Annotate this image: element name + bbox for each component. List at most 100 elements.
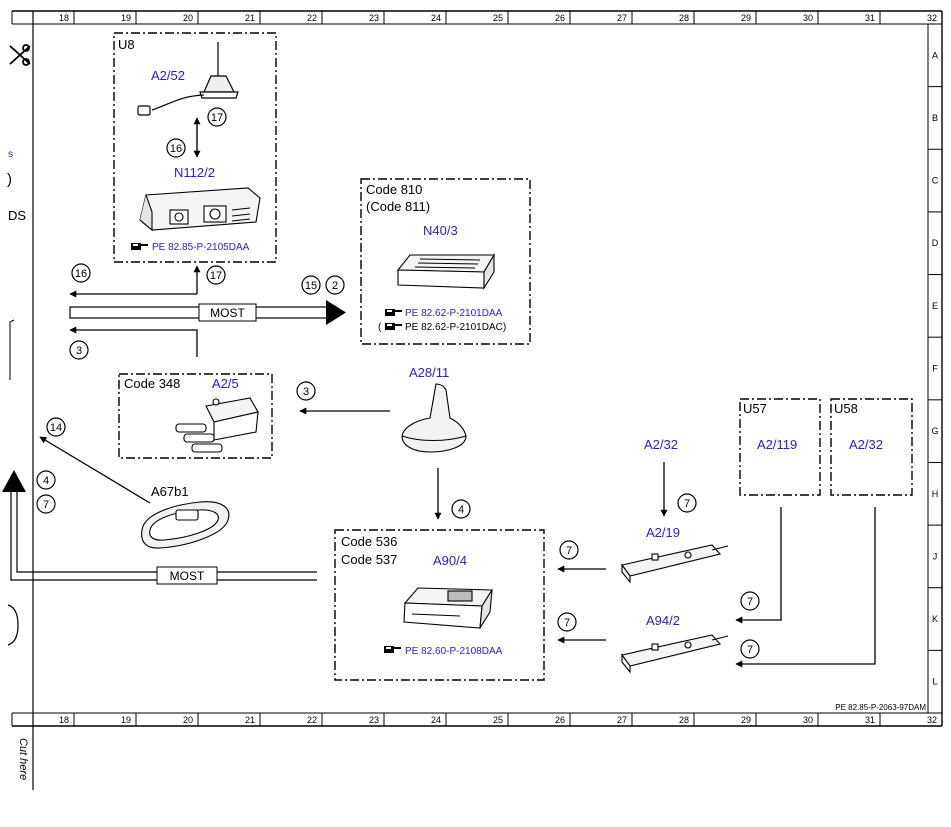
ruler-column-label: 28 <box>679 715 689 725</box>
ruler-column-label: 21 <box>245 715 255 725</box>
group-u58-label: U58 <box>834 401 858 416</box>
most-bus-bottom-label: MOST <box>170 569 205 583</box>
arrow-u58-to-a94-2 <box>735 507 876 668</box>
component-u58-a2-32[interactable]: A2/32 <box>849 437 883 452</box>
reference-code536[interactable]: PE 82.60-P-2108DAA <box>405 646 503 657</box>
ruler-row-label: L <box>932 677 937 687</box>
marker-14-text: 14 <box>50 422 62 434</box>
arrow-a67b1-to-left <box>39 436 151 504</box>
ruler-column-label: 23 <box>369 715 379 725</box>
group-code810-code: Code 810 <box>366 182 422 197</box>
ruler-column-label: 19 <box>121 13 131 23</box>
cut-here-label: Cut here <box>17 738 29 780</box>
margin-fragment-paren: ) <box>7 171 12 188</box>
component-a2-32[interactable]: A2/32 <box>644 437 678 452</box>
component-a2-19[interactable]: A2/19 <box>646 525 680 540</box>
marker-a28-4-circle <box>451 499 471 519</box>
ruler-column-label: 18 <box>59 715 69 725</box>
margin-fragment-ds: DS <box>8 208 26 223</box>
arrow-u57-to-a94-2 <box>735 507 782 624</box>
marker-a28-4-text: 4 <box>458 504 464 516</box>
ruler-column-label: 29 <box>741 715 751 725</box>
marker-left-4-circle <box>36 470 56 490</box>
marker-a2-32-7-text: 7 <box>684 498 690 510</box>
component-a2-5[interactable]: A2/5 <box>212 376 239 391</box>
ruler-column-label: 30 <box>803 13 813 23</box>
component-a90-4[interactable]: A90/4 <box>433 553 467 568</box>
most-bus-bottom <box>2 470 317 585</box>
marker-2-circle <box>325 275 345 295</box>
group-code810-code-alt: (Code 811) <box>366 199 430 214</box>
ruler-column-label: 27 <box>617 715 627 725</box>
ruler-column-label: 19 <box>121 715 131 725</box>
marker-left-16-text: 16 <box>75 268 87 280</box>
marker-a28-3-text: 3 <box>303 386 309 398</box>
marker-16-text: 16 <box>170 143 182 155</box>
marker-a2-19-7-text: 7 <box>566 545 572 557</box>
marker-u57-7-text: 7 <box>747 596 753 608</box>
amplifier-a94-2-drawing <box>621 634 729 674</box>
group-code348-box <box>118 373 273 459</box>
ruler-row-label: E <box>932 301 938 311</box>
marker-left-4-text: 4 <box>43 475 49 487</box>
margin-fragment-device <box>7 604 19 646</box>
ruler-row-label: H <box>932 489 939 499</box>
group-code348-code: Code 348 <box>124 376 180 391</box>
group-u57-box <box>739 398 821 496</box>
ruler-column-label: 18 <box>59 13 69 23</box>
marker-left-3-circle <box>69 340 89 360</box>
arrow-code348-to-left <box>69 326 198 357</box>
margin-fragment-bracket <box>9 319 15 380</box>
reference-u8[interactable]: PE 82.85-P-2105DAA <box>152 242 250 253</box>
ruler-column-label: 27 <box>617 13 627 23</box>
reference-code810[interactable]: PE 82.62-P-2101DAA <box>405 308 503 319</box>
scissors-icon <box>9 44 31 66</box>
marker-left-7-circle <box>36 494 56 514</box>
ruler-row-label: G <box>931 426 938 436</box>
component-a2-52[interactable]: A2/52 <box>151 68 185 83</box>
antenna-a2-52-drawing <box>137 42 239 116</box>
marker-left-7-text: 7 <box>43 499 49 511</box>
ruler-column-label: 26 <box>555 715 565 725</box>
ruler-column-label: 21 <box>245 13 255 23</box>
marker-17-text: 17 <box>211 112 223 124</box>
component-n112-2[interactable]: N112/2 <box>174 165 215 180</box>
marker-mid-17-text: 17 <box>210 270 222 282</box>
component-a67b1[interactable]: A67b1 <box>151 484 189 499</box>
ruler-column-label: 24 <box>431 715 441 725</box>
ruler-row-label: B <box>932 113 938 123</box>
ruler-column-label: 22 <box>307 715 317 725</box>
marker-u58-7-circle <box>740 639 760 659</box>
ruler-column-label: 30 <box>803 715 813 725</box>
footer-document-code: PE 82.85-P-2063-97DAM <box>835 703 926 712</box>
sensor-a67b1-drawing <box>141 501 230 549</box>
component-a2-119[interactable]: A2/119 <box>757 437 797 452</box>
reference-icon-code810 <box>385 309 402 316</box>
tuner-n112-2-drawing <box>139 187 261 232</box>
reference-code810-alt[interactable]: PE 82.62-P-2101DAC) <box>405 322 506 333</box>
marker-u58-7-text: 7 <box>747 644 753 656</box>
reference-icon-code810-alt <box>385 323 402 330</box>
marker-u57-7-circle <box>740 591 760 611</box>
ruler-row-label: A <box>932 50 938 60</box>
group-code536-code-alt: Code 537 <box>341 552 397 567</box>
marker-a2-32-7-circle <box>677 493 697 513</box>
antenna-module-a2-5-drawing <box>175 397 259 453</box>
component-a28-11[interactable]: A28/11 <box>409 365 449 380</box>
marker-2-text: 2 <box>332 280 338 292</box>
group-code536-code: Code 536 <box>341 534 397 549</box>
ruler-column-label: 28 <box>679 13 689 23</box>
marker-mid-17-circle <box>206 265 226 285</box>
ruler-row-label: D <box>932 238 939 248</box>
module-a90-4-drawing <box>403 587 493 629</box>
marker-left-16-circle <box>71 263 91 283</box>
group-u8-box <box>113 32 277 263</box>
ruler-column-label: 24 <box>431 13 441 23</box>
component-a94-2[interactable]: A94/2 <box>646 613 680 628</box>
component-n40-3[interactable]: N40/3 <box>423 223 458 238</box>
ruler-column-label: 26 <box>555 13 565 23</box>
